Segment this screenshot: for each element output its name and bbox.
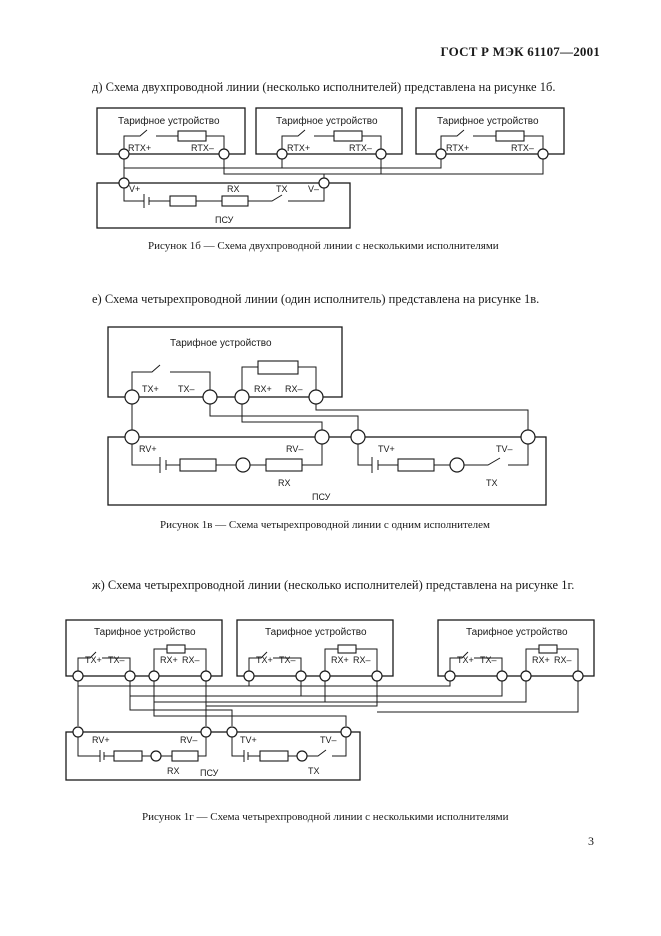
- tx-label: TX: [276, 184, 288, 194]
- tariff-device-label: Тарифное устройство: [437, 115, 539, 127]
- terminal-rtx-plus: [276, 148, 288, 160]
- terminal-tv-minus: [520, 429, 536, 445]
- rx-minus-label: RX–: [182, 655, 200, 665]
- psu-label: ПСУ: [200, 768, 219, 778]
- document-header: ГОСТ Р МЭК 61107—2001: [440, 44, 600, 59]
- tariff-device-label: Тарифное устройство: [276, 115, 378, 127]
- terminal-rtx-minus: [537, 148, 549, 160]
- tv-minus-label: TV–: [320, 735, 337, 745]
- tv-plus-label: TV+: [240, 735, 257, 745]
- page-number: 3: [588, 834, 594, 848]
- v-minus-label: V–: [308, 184, 319, 194]
- figure-1g-caption: Рисунок 1г — Схема четырехпроводной лини…: [142, 811, 509, 823]
- psu-label: ПСУ: [215, 215, 234, 225]
- tariff-device-box: [65, 619, 223, 677]
- terminal-rtx-plus: [435, 148, 447, 160]
- tx-minus-label: TX–: [279, 655, 296, 665]
- tariff-device-label: Тарифное устройство: [170, 337, 272, 349]
- tariff-device-box: [236, 619, 394, 677]
- tx-label: TX: [308, 766, 320, 776]
- rv-minus-label: RV–: [180, 735, 197, 745]
- tx-minus-label: TX–: [178, 384, 195, 394]
- rtx-plus-label: RTX+: [128, 143, 151, 153]
- rv-plus-label: RV+: [139, 444, 157, 454]
- terminal-rx-minus: [308, 389, 324, 405]
- section-d-text: д) Схема двухпроводной линии (несколько …: [92, 80, 556, 94]
- rv-minus-label: RV–: [286, 444, 303, 454]
- rx-minus-label: RX–: [554, 655, 572, 665]
- rx-plus-label: RX+: [160, 655, 178, 665]
- rtx-plus-label: RTX+: [287, 143, 310, 153]
- section-zh-text: ж) Схема четырехпроводной линии (несколь…: [92, 578, 575, 592]
- terminal-v-minus: [318, 177, 330, 189]
- psu-label: ПСУ: [312, 492, 331, 502]
- rx-label: RX: [227, 184, 240, 194]
- tx-plus-label: TX+: [85, 655, 102, 665]
- terminal-rv-plus: [124, 429, 140, 445]
- tariff-device-label: Тарифное устройство: [118, 115, 220, 127]
- tx-minus-label: TX–: [108, 655, 125, 665]
- figure-1b-caption: Рисунок 1б — Схема двухпроводной линии с…: [148, 240, 499, 252]
- terminal-rtx-minus: [375, 148, 387, 160]
- terminal-tx-plus: [124, 389, 140, 405]
- figure-1v-diagram: Тарифное устройство TX+ TX– RX+ RX– RV+ …: [107, 326, 547, 506]
- rv-plus-label: RV+: [92, 735, 110, 745]
- rx-minus-label: RX–: [285, 384, 303, 394]
- tx-label: TX: [486, 478, 498, 488]
- tariff-device-box: [96, 107, 246, 155]
- psu-box: [65, 731, 361, 781]
- rx-label: RX: [167, 766, 180, 776]
- tariff-device-box: [255, 107, 403, 155]
- terminal-rtx-minus: [218, 148, 230, 160]
- tariff-device-box: [107, 326, 343, 398]
- rtx-minus-label: RTX–: [511, 143, 534, 153]
- figure-1g-diagram: Тарифное устройство TX+ TX– RX+ RX– Тари…: [65, 619, 595, 781]
- terminal-tx-minus: [202, 389, 218, 405]
- rx-plus-label: RX+: [254, 384, 272, 394]
- tariff-device-box: [415, 107, 565, 155]
- rx-label: RX: [278, 478, 291, 488]
- tx-plus-label: TX+: [142, 384, 159, 394]
- rtx-minus-label: RTX–: [191, 143, 214, 153]
- tx-minus-label: TX–: [480, 655, 497, 665]
- tariff-device-label: Тарифное устройство: [265, 626, 367, 638]
- tx-plus-label: TX+: [256, 655, 273, 665]
- tariff-device-box: [437, 619, 595, 677]
- tv-plus-label: TV+: [378, 444, 395, 454]
- figure-1b-diagram: Тарифное устройство RTX+ RTX– Тарифное у…: [96, 107, 565, 229]
- terminal-rx-plus: [234, 389, 250, 405]
- psu-box: [96, 182, 351, 229]
- terminal-tv-plus: [350, 429, 366, 445]
- rx-plus-label: RX+: [532, 655, 550, 665]
- tariff-device-label: Тарифное устройство: [94, 626, 196, 638]
- tx-plus-label: TX+: [457, 655, 474, 665]
- tv-minus-label: TV–: [496, 444, 513, 454]
- terminal-v-plus: [118, 177, 130, 189]
- rx-plus-label: RX+: [331, 655, 349, 665]
- rtx-minus-label: RTX–: [349, 143, 372, 153]
- tariff-device-label: Тарифное устройство: [466, 626, 568, 638]
- rx-minus-label: RX–: [353, 655, 371, 665]
- section-e-text: е) Схема четырехпроводной линии (один ис…: [92, 292, 540, 306]
- rtx-plus-label: RTX+: [446, 143, 469, 153]
- terminal-rv-minus: [314, 429, 330, 445]
- v-plus-label: V+: [129, 184, 140, 194]
- figure-1v-caption: Рисунок 1в — Схема четырехпроводной лини…: [160, 519, 491, 531]
